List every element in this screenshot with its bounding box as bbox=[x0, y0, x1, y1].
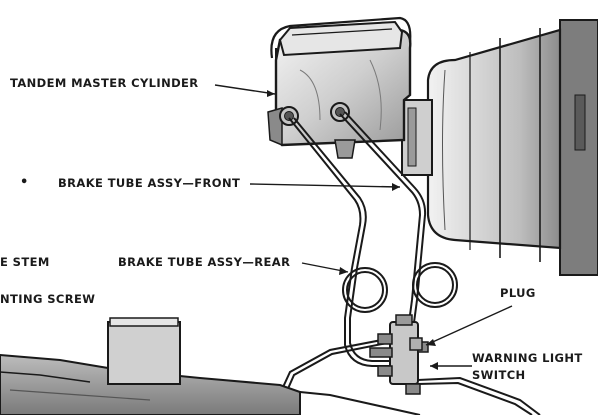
label-brake-tube-rear: BRAKE TUBE ASSY—REAR bbox=[118, 255, 291, 269]
leader-plug bbox=[425, 305, 513, 346]
label-mounting-screw: NTING SCREW bbox=[0, 292, 96, 306]
label-brake-tube-front: BRAKE TUBE ASSY—FRONT bbox=[58, 176, 241, 190]
label-warning-light-line2: SWITCH bbox=[472, 368, 526, 382]
label-bullet: • bbox=[20, 175, 29, 190]
master-cylinder bbox=[267, 16, 412, 159]
warning-light-switch bbox=[369, 314, 429, 395]
plug-part bbox=[409, 337, 423, 351]
chassis-frame bbox=[0, 317, 421, 415]
brake-booster bbox=[401, 19, 598, 276]
leader-brake-tube-front bbox=[249, 183, 401, 188]
leader-lines bbox=[214, 84, 513, 370]
label-warning-light-line1: WARNING LIGHT bbox=[472, 351, 583, 365]
label-plug: PLUG bbox=[500, 286, 536, 300]
leader-tandem-master-cylinder bbox=[214, 84, 276, 95]
label-stem: E STEM bbox=[0, 255, 50, 269]
label-tandem-master-cylinder: TANDEM MASTER CYLINDER bbox=[10, 76, 199, 90]
